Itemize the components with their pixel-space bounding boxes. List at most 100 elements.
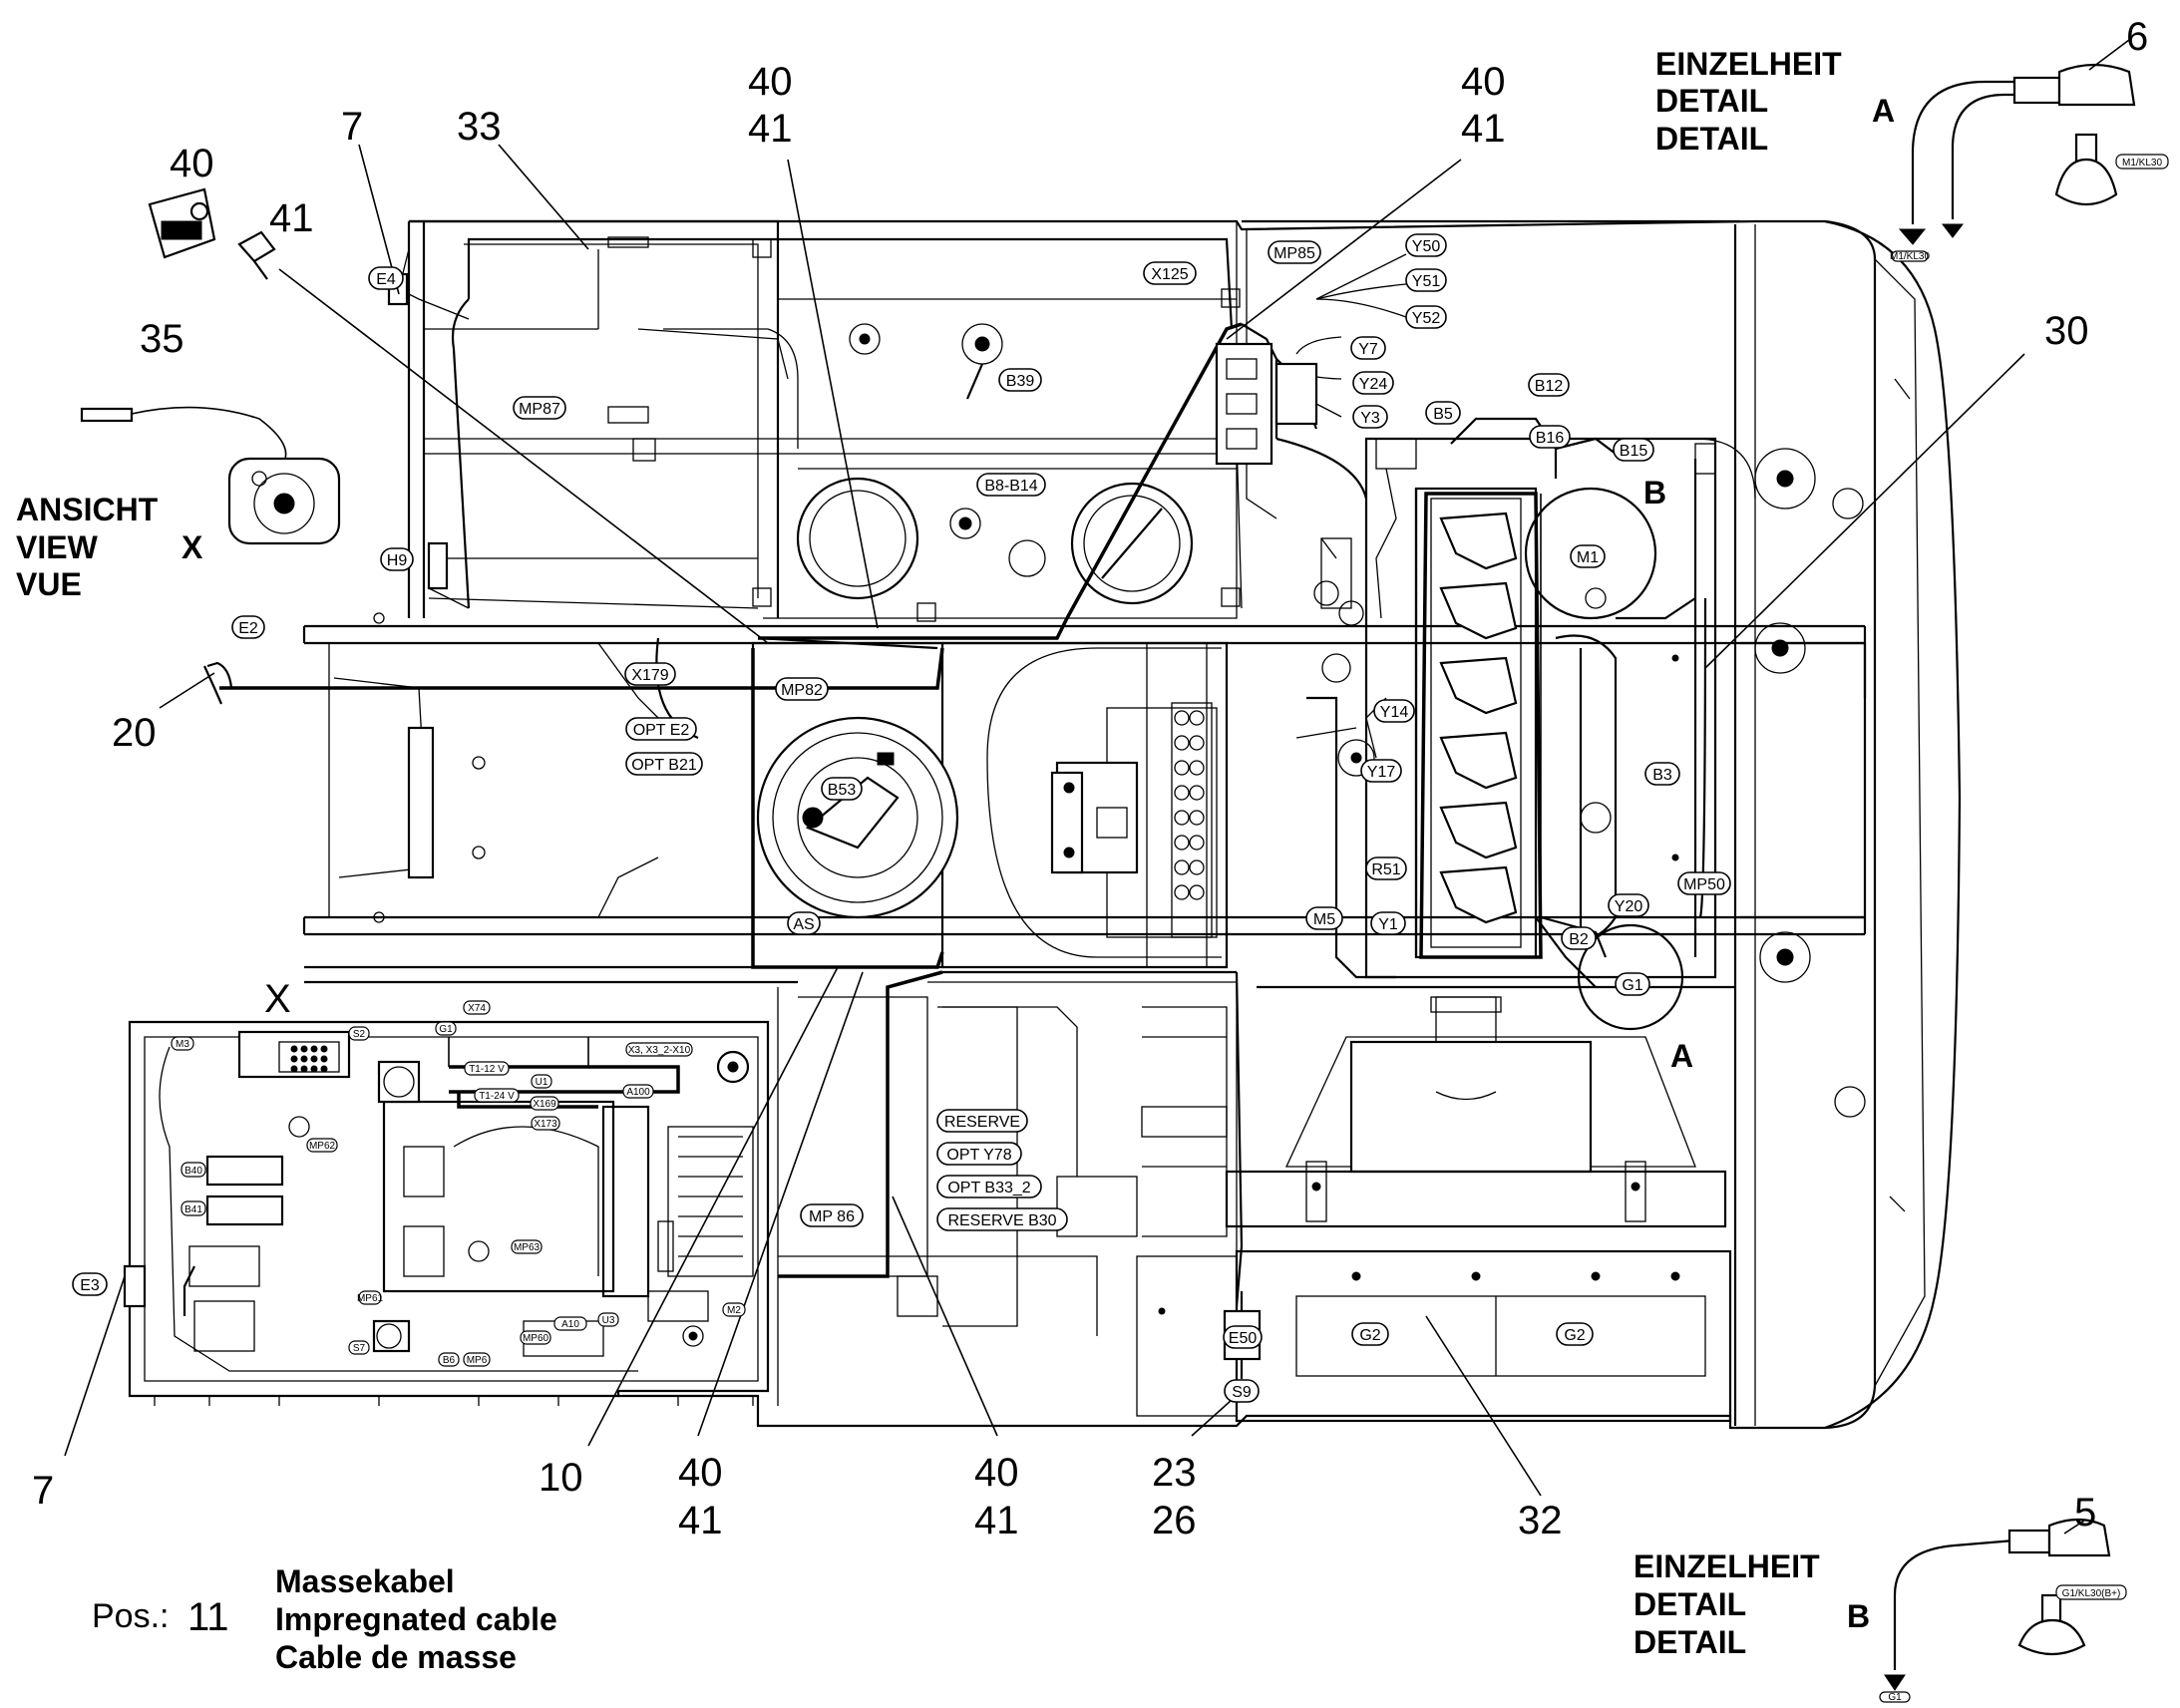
detail-a-de: EINZELHEIT [1655, 46, 1842, 82]
tag-mp50: MP50 [1677, 871, 1731, 895]
detail-b-drawing [1884, 1518, 2111, 1691]
tag-e3: E3 [72, 1272, 108, 1296]
view-letter-x: X [182, 529, 203, 565]
connector-grid [290, 1045, 328, 1073]
svg-text:RESERVE B30: RESERVE B30 [947, 1212, 1056, 1229]
tag-mp85: MP85 [1268, 240, 1321, 264]
pos-26: 26 [1152, 1499, 1197, 1542]
pos-35: 35 [140, 317, 184, 361]
svg-text:MP87: MP87 [519, 401, 560, 418]
detail-circles [1524, 487, 1684, 1031]
stag-mp6: MP6 [463, 1352, 491, 1367]
pos-32: 32 [1518, 1499, 1563, 1542]
svg-text:G1: G1 [439, 1024, 453, 1035]
svg-text:Y52: Y52 [1412, 310, 1441, 327]
pos-7-top: 7 [341, 105, 363, 149]
svg-text:G1: G1 [1888, 1692, 1902, 1703]
svg-text:M1/KL30: M1/KL30 [1890, 251, 1930, 262]
tag-b8-b14: B8-B14 [976, 473, 1046, 497]
small-tags: M3 X74 X3, X3_2-X10 T1-12 V T1-24 V X169… [171, 154, 2169, 1703]
view-label-fr: VUE [16, 566, 82, 602]
lower-center-panel [777, 987, 1078, 1406]
slew-ring [751, 641, 1229, 969]
tag-opt-b33-2: OPT B33_2 [936, 1175, 1042, 1198]
tag-y52: Y52 [1405, 305, 1447, 329]
tag-e4: E4 [368, 266, 404, 290]
stag-u1: U1 [531, 1074, 552, 1089]
pos-41-top-right: 41 [1461, 107, 1506, 151]
stag-a100: A100 [622, 1084, 654, 1099]
tag-y50: Y50 [1405, 233, 1447, 257]
tag-opt-b21: OPT B21 [625, 752, 703, 776]
svg-text:U1: U1 [536, 1077, 548, 1088]
svg-text:X179: X179 [631, 667, 668, 684]
svg-text:Y17: Y17 [1367, 764, 1396, 781]
svg-text:S9: S9 [1232, 1384, 1252, 1401]
tag-g2-right: G2 [1556, 1322, 1594, 1346]
svg-text:MP85: MP85 [1273, 245, 1315, 262]
tag-mp87: MP87 [513, 396, 566, 420]
detail-circle-a [1577, 923, 1684, 1031]
svg-text:RESERVE: RESERVE [944, 1114, 1020, 1131]
detail-a-letter: A [1872, 93, 1895, 129]
svg-text:MP63: MP63 [514, 1242, 541, 1253]
svg-text:U3: U3 [602, 1315, 615, 1326]
stag-g1-box: G1 [435, 1021, 457, 1036]
svg-text:B53: B53 [828, 782, 857, 799]
legend-line-en: Impregnated cable [275, 1601, 557, 1637]
detail-b-letter: B [1847, 1598, 1870, 1634]
chassis-outline [409, 219, 1962, 1430]
injectors [1439, 512, 1518, 924]
pos-40-bottom-a: 40 [678, 1451, 723, 1495]
stag-mp63: MP63 [511, 1239, 543, 1254]
svg-text:Y3: Y3 [1360, 410, 1380, 427]
svg-text:E4: E4 [376, 271, 396, 288]
svg-text:S2: S2 [353, 1029, 366, 1040]
stag-g1-end: G1 [1879, 1691, 1911, 1703]
svg-text:M1: M1 [1577, 549, 1599, 566]
stag-u3: U3 [597, 1312, 619, 1327]
tag-y1: Y1 [1370, 911, 1406, 935]
svg-text:B12: B12 [1535, 378, 1564, 395]
svg-text:OPT Y78: OPT Y78 [946, 1147, 1011, 1164]
view-label-de: ANSICHT [16, 492, 159, 527]
svg-text:Y1: Y1 [1378, 916, 1398, 933]
stag-b41: B41 [181, 1200, 206, 1216]
pos-40-top-right: 40 [1461, 60, 1506, 104]
tag-y24: Y24 [1352, 371, 1394, 395]
tag-s9: S9 [1224, 1379, 1260, 1403]
svg-text:T1-12 V: T1-12 V [469, 1064, 505, 1075]
svg-text:A10: A10 [561, 1319, 579, 1330]
svg-text:B41: B41 [184, 1204, 202, 1215]
tag-g1: G1 [1615, 972, 1650, 996]
electrical-box [128, 1020, 770, 1406]
stag-x74: X74 [463, 1000, 491, 1015]
svg-text:E3: E3 [80, 1277, 100, 1294]
svg-text:MP50: MP50 [1683, 876, 1725, 893]
svg-text:OPT E2: OPT E2 [633, 722, 690, 739]
stag-b6: B6 [438, 1352, 460, 1367]
tag-y14: Y14 [1373, 699, 1415, 723]
pos-40-bottom-b: 40 [974, 1451, 1019, 1495]
pos-40-topleft: 40 [170, 142, 214, 185]
tag-m5: M5 [1305, 906, 1343, 930]
svg-text:B2: B2 [1569, 931, 1589, 948]
svg-text:R51: R51 [1371, 861, 1400, 878]
svg-text:B39: B39 [1006, 373, 1035, 390]
tag-b15: B15 [1613, 438, 1654, 462]
pos-30: 30 [2044, 309, 2089, 353]
left-crossmember [373, 612, 659, 923]
svg-text:Y51: Y51 [1412, 273, 1441, 290]
tag-reserve: RESERVE [936, 1109, 1028, 1133]
pos-6: 6 [2126, 15, 2148, 59]
detail-b-de: EINZELHEIT [1634, 1548, 1820, 1584]
tag-r51: R51 [1365, 856, 1407, 880]
hydraulic-tank [407, 219, 1243, 622]
zone-a-label: A [1670, 1038, 1693, 1074]
view-labels: ANSICHT VIEW VUE X X EINZELHEIT DETAIL D… [16, 46, 1895, 1660]
svg-text:X125: X125 [1151, 266, 1188, 283]
svg-text:Y24: Y24 [1359, 376, 1388, 393]
valve-spools [1174, 710, 1205, 900]
svg-text:B15: B15 [1620, 443, 1648, 460]
legend-pos-label: Pos.: [92, 1597, 169, 1635]
